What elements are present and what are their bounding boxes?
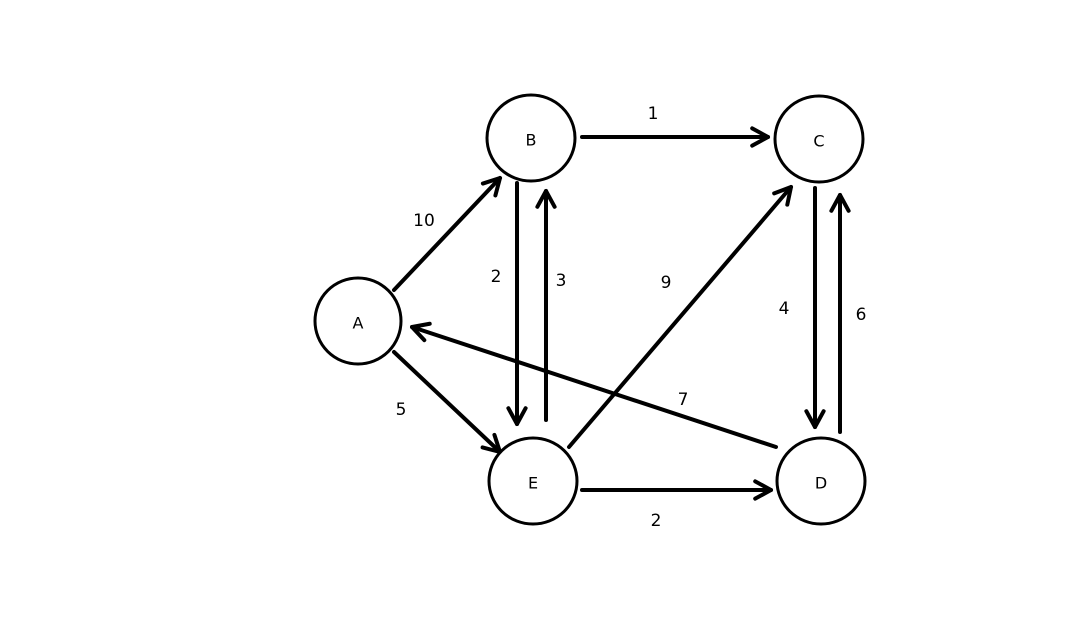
edge-b-to-e: 2 [491,181,528,426]
arrowhead-icon [804,409,826,429]
edge-weight-e-to-d: 2 [651,511,662,531]
node-circle-d [775,436,867,526]
node-b: B [485,93,577,183]
node-c: C [773,94,865,184]
arrowhead-icon [829,193,851,213]
edge-c-to-d: 4 [779,186,826,429]
nodes-layer: A B C D E [313,93,867,526]
node-label-b: B [526,131,537,150]
edge-weight-d-to-c: 6 [856,305,867,325]
edge-weight-a-to-b: 10 [413,211,435,231]
edge-a-to-b: 10 [392,176,502,292]
edge-e-to-d: 2 [580,479,773,531]
edge-e-to-c: 9 [567,185,793,449]
node-circle-b [485,93,577,183]
edge-weight-c-to-d: 4 [779,299,790,319]
edge-weight-b-to-e: 2 [491,267,502,287]
node-circle-c [773,94,865,184]
node-a: A [313,276,403,366]
edge-a-to-e: 5 [392,350,502,454]
edge-weight-e-to-b: 3 [556,271,567,291]
node-circle-a [313,276,403,366]
node-label-e: E [528,474,538,493]
node-label-d: D [815,474,827,493]
edge-d-to-a: 7 [410,321,778,449]
edge-b-to-c: 1 [580,104,770,148]
arrowhead-icon [753,479,773,501]
arrowhead-icon [535,189,557,209]
edge-d-to-c: 6 [829,193,867,434]
edge-weight-a-to-e: 5 [396,400,407,420]
node-circle-e [487,436,579,526]
edge-line-a-to-e [392,350,502,454]
arrowhead-icon [506,406,528,426]
node-label-a: A [353,314,364,333]
edge-weight-b-to-c: 1 [648,104,659,124]
node-d: D [775,436,867,526]
arrowhead-icon [750,126,770,148]
edge-line-d-to-a [410,325,778,449]
edge-weight-d-to-a: 7 [678,390,689,410]
edge-line-e-to-c [567,185,793,449]
edge-e-to-b: 3 [535,189,567,422]
node-label-c: C [813,132,824,151]
arrowhead-icon [480,176,502,198]
arrowhead-icon [772,185,793,207]
edge-weight-e-to-c: 9 [661,273,672,293]
edge-line-a-to-b [392,176,502,292]
arrowhead-icon [410,321,432,343]
node-e: E [487,436,579,526]
